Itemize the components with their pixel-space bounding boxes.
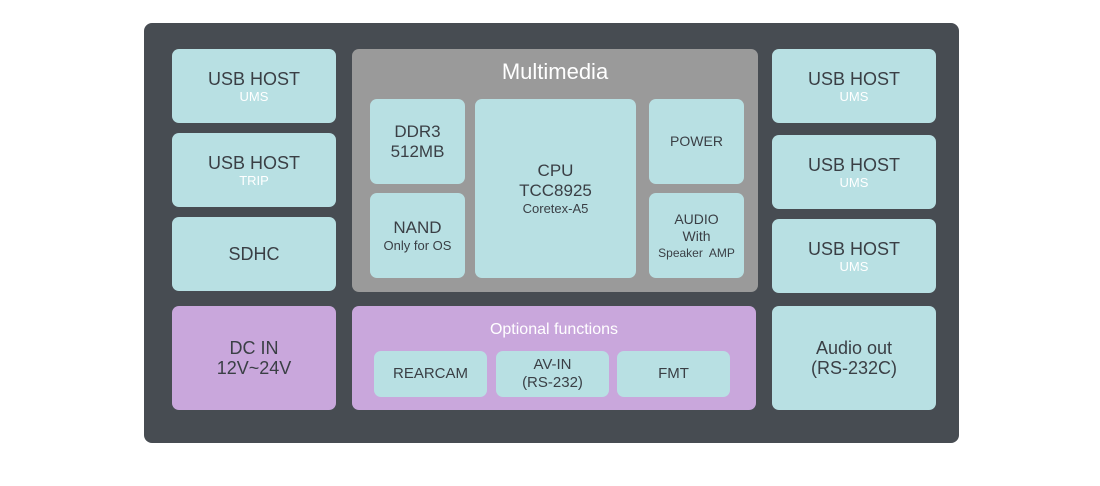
ddr3-label: DDR3 — [394, 121, 441, 141]
optional-functions-title: Optional functions — [489, 321, 619, 338]
audio-with: With — [682, 227, 711, 244]
rearcam-box: REARCAM — [374, 351, 487, 397]
ddr3-box: DDR3 512MB — [370, 99, 465, 184]
dc-in-label: DC IN — [229, 338, 279, 358]
right-usb-host-ums-2: USB HOST UMS — [772, 135, 936, 209]
rearcam-label: REARCAM — [392, 365, 468, 382]
box-subtitle: TRIP — [239, 172, 269, 188]
box-subtitle: UMS — [839, 88, 869, 104]
audio-amp: Speaker AMP — [658, 245, 735, 260]
dc-in-voltage: 12V~24V — [216, 358, 292, 378]
box-subtitle: UMS — [839, 258, 869, 274]
box-title: USB HOST — [807, 154, 900, 175]
left-usb-host-ums: USB HOST UMS — [172, 49, 336, 123]
box-subtitle: UMS — [839, 174, 869, 190]
left-usb-host-trip: USB HOST TRIP — [172, 133, 336, 207]
cpu-box: CPU TCC8925 Coretex-A5 — [475, 99, 636, 278]
box-title: USB HOST — [807, 238, 900, 259]
av-in-box: AV-IN (RS-232) — [496, 351, 609, 397]
box-title: USB HOST — [207, 152, 300, 173]
box-subtitle: UMS — [239, 88, 269, 104]
power-box: POWER — [649, 99, 744, 184]
cpu-model: TCC8925 — [519, 180, 592, 200]
nand-label: NAND — [393, 217, 442, 237]
box-title: USB HOST — [807, 68, 900, 89]
cpu-core: Coretex-A5 — [522, 200, 589, 216]
power-label: POWER — [670, 133, 723, 149]
audio-out-label: Audio out — [815, 338, 893, 358]
audio-out-interface: (RS-232C) — [810, 358, 898, 378]
ddr3-size: 512MB — [390, 141, 445, 161]
audio-label: AUDIO — [674, 210, 719, 227]
multimedia-title: Multimedia — [501, 59, 609, 84]
nand-box: NAND Only for OS — [370, 193, 465, 278]
right-usb-host-ums-1: USB HOST UMS — [772, 49, 936, 123]
box-title: USB HOST — [207, 68, 300, 89]
fmt-box: FMT — [617, 351, 730, 397]
av-in-label: AV-IN — [533, 356, 572, 373]
audio-box: AUDIO With Speaker AMP — [649, 193, 744, 278]
nand-note: Only for OS — [383, 237, 452, 253]
left-sdhc: SDHC — [172, 217, 336, 291]
right-usb-host-ums-3: USB HOST UMS — [772, 219, 936, 293]
audio-out-box: Audio out (RS-232C) — [772, 306, 936, 410]
cpu-label: CPU — [537, 160, 574, 180]
fmt-label: FMT — [658, 365, 689, 382]
dc-in-box: DC IN 12V~24V — [172, 306, 336, 410]
av-in-interface: (RS-232) — [522, 374, 583, 391]
box-title: SDHC — [228, 244, 280, 264]
